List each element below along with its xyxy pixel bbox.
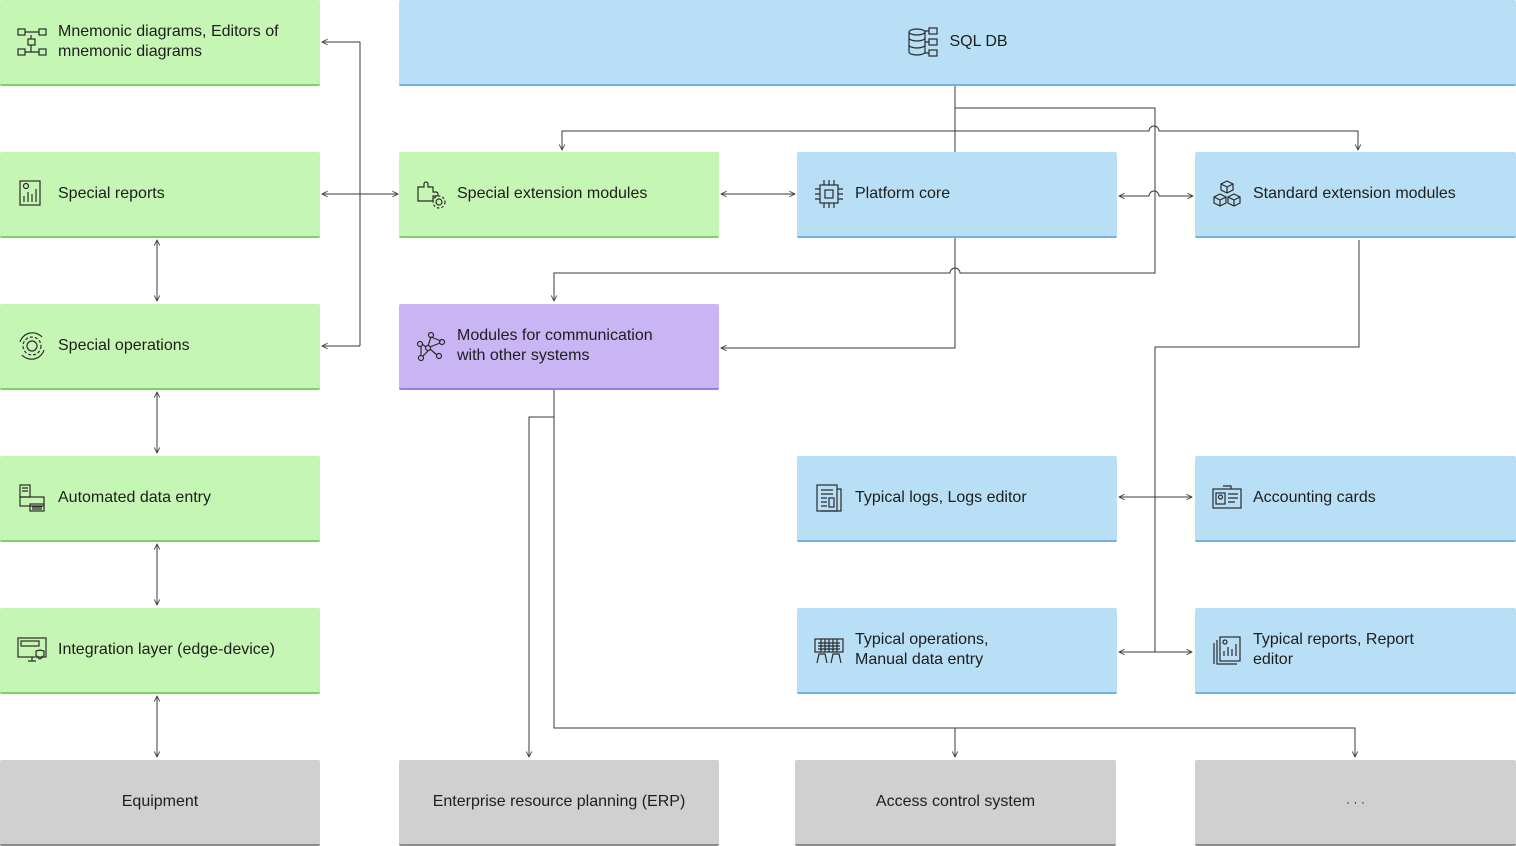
node-automated-data-entry: Automated data entry [0, 456, 320, 542]
keyboard-hands-icon [813, 634, 845, 666]
link-standard-cluster [1154, 240, 1360, 652]
node-label: Platform core [855, 185, 951, 202]
node-label: Mnemonic diagrams, Editors of mnemonic d… [58, 23, 279, 60]
link-core-standard [1119, 190, 1193, 196]
printer-icon [16, 482, 48, 514]
cubes-icon [1211, 178, 1243, 210]
network-icon [415, 330, 447, 362]
node-communication-modules: Modules for communication with other sys… [399, 304, 719, 390]
node-label: Special operations [58, 337, 190, 354]
log-document-icon [813, 482, 845, 514]
node-label: Access control system [875, 793, 1036, 810]
node-sql-db: SQL DB [399, 0, 1516, 86]
node-label: Enterprise resource planning (ERP) [432, 793, 686, 810]
node-label: Special reports [58, 185, 165, 202]
node-standard-extension-modules: Standard extension modules [1195, 152, 1516, 238]
puzzle-gear-icon [415, 178, 447, 210]
node-special-operations: Special operations [0, 304, 320, 390]
node-special-extension-modules: Special extension modules [399, 152, 719, 238]
node-label: Special extension modules [457, 185, 648, 202]
node-typical-reports: Typical reports, Report editor [1195, 608, 1516, 694]
flowchart-icon [16, 26, 48, 58]
monitor-https-icon [16, 634, 48, 666]
node-equipment: Equipment [0, 760, 320, 846]
node-label: Equipment [121, 793, 199, 810]
node-access-control: Access control system [795, 760, 1116, 846]
node-typical-logs: Typical logs, Logs editor [797, 456, 1117, 542]
node-label: SQL DB [949, 33, 1008, 50]
node-integration-layer: Integration layer (edge-device) [0, 608, 320, 694]
node-label: Typical reports, Report editor [1253, 631, 1414, 668]
node-mnemonic-diagrams: Mnemonic diagrams, Editors of mnemonic d… [0, 0, 320, 86]
node-label: Typical operations, Manual data entry [855, 631, 989, 668]
link-comm-erp [529, 390, 555, 757]
report-stack-icon [1211, 634, 1243, 666]
link-sql-comm [554, 107, 1156, 301]
report-chart-icon [16, 178, 48, 210]
link-core-comm [721, 238, 956, 348]
node-label: · · · [1346, 795, 1365, 809]
node-platform-core: Platform core [797, 152, 1117, 238]
chip-icon [813, 178, 845, 210]
node-label: Typical logs, Logs editor [855, 489, 1027, 506]
node-label: Standard extension modules [1253, 185, 1456, 202]
node-more: · · · [1195, 760, 1516, 846]
node-label: Automated data entry [58, 489, 211, 506]
node-accounting-cards: Accounting cards [1195, 456, 1516, 542]
node-special-reports: Special reports [0, 152, 320, 238]
link-sql-branch-top [562, 125, 1358, 150]
node-label: Accounting cards [1253, 489, 1376, 506]
gear-cycle-icon [16, 330, 48, 362]
node-erp: Enterprise resource planning (ERP) [399, 760, 719, 846]
id-card-icon [1211, 482, 1243, 514]
node-label: Integration layer (edge-device) [58, 641, 276, 658]
node-label: Modules for communication with other sys… [457, 327, 653, 364]
database-icon [907, 26, 939, 58]
node-typical-operations: Typical operations, Manual data entry [797, 608, 1117, 694]
